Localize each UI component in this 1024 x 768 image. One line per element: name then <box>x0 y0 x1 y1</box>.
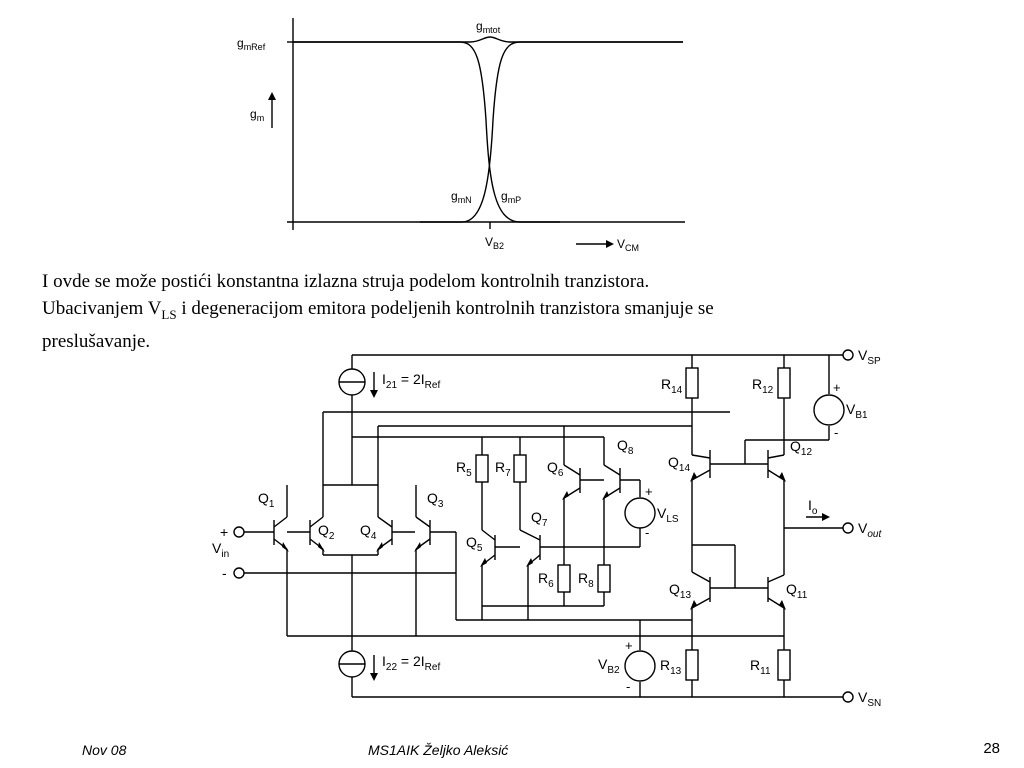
vls-label: VLS <box>657 505 679 525</box>
gmtot-label: gmtot <box>476 19 501 35</box>
footer-author: MS1AIK Željko Aleksić <box>368 742 509 758</box>
r14-resistor <box>685 367 699 399</box>
r12-resistor <box>777 367 791 399</box>
i22-label: I22 = 2IRef <box>382 653 440 673</box>
vcm-axis-label: VCM <box>617 237 639 253</box>
vls-voltage-source <box>624 497 656 529</box>
vout-label: Vout <box>858 520 882 540</box>
vb2-minus-sign: - <box>626 679 630 694</box>
r7-resistor <box>513 454 527 483</box>
q12-label: Q12 <box>790 438 812 458</box>
r7-label: R7 <box>495 459 511 479</box>
gm-axis-label: gm <box>250 107 264 123</box>
gmn-label: gmN <box>451 189 472 205</box>
vout-terminal <box>842 522 854 534</box>
vsp-terminal <box>842 349 854 361</box>
q11-label: Q11 <box>786 581 808 601</box>
vls-minus-sign: - <box>645 525 649 540</box>
gm-graph <box>271 18 685 245</box>
r13-resistor <box>685 649 699 681</box>
r12-label: R12 <box>752 376 774 396</box>
vb1-label: VB1 <box>846 401 868 421</box>
page-number: 28 <box>983 740 1000 757</box>
q5-label: Q5 <box>466 534 483 554</box>
vb1-plus-sign: + <box>833 380 841 395</box>
r13-label: R13 <box>660 657 682 677</box>
circuit-arrows <box>282 390 830 681</box>
gmn-curve <box>293 41 560 223</box>
q4-label: Q4 <box>360 522 377 542</box>
vcm-arrow-head <box>606 240 614 248</box>
r6-resistor <box>557 564 571 593</box>
q7-label: Q7 <box>531 509 548 529</box>
vb2-axis-label: VB2 <box>485 235 504 251</box>
vin-minus-sign: - <box>222 565 227 581</box>
r8-resistor <box>597 564 611 593</box>
gmtot-curve <box>293 36 683 43</box>
gmp-label: gmP <box>501 189 521 205</box>
vin-minus-terminal <box>233 567 245 579</box>
q1-label: Q1 <box>258 490 275 510</box>
footer-date: Nov 08 <box>82 742 127 758</box>
vin-label: Vin <box>212 540 229 560</box>
gmref-label: gmRef <box>237 36 266 52</box>
circuit-wires <box>244 354 845 698</box>
q8-label: Q8 <box>617 437 634 457</box>
text-line-2: Ubacivanjem VLS i degeneracijom emitora … <box>42 298 714 322</box>
vb2-label: VB2 <box>598 656 620 676</box>
circuit-terminals <box>233 349 854 703</box>
vin-plus-terminal <box>233 526 245 538</box>
text-line-3: preslušavanje. <box>42 330 151 352</box>
gm-arrow-head <box>268 92 276 100</box>
q14-label: Q14 <box>668 454 690 474</box>
q13-label: Q13 <box>669 581 691 601</box>
vls-plus-sign: + <box>645 484 653 499</box>
vsp-label: VSP <box>858 347 881 367</box>
r11-label: R11 <box>750 657 771 677</box>
io-label: Io <box>808 497 818 517</box>
q2-label: Q2 <box>318 522 335 542</box>
vin-plus-sign: + <box>220 524 228 540</box>
r6-label: R6 <box>538 570 554 590</box>
explanation-text: I ovde se može postići konstantna izlazn… <box>42 268 1002 355</box>
vb2-voltage-source <box>624 650 656 682</box>
text-line-1: I ovde se može postići konstantna izlazn… <box>42 271 650 292</box>
vb1-minus-sign: - <box>834 425 838 440</box>
vsn-label: VSN <box>858 689 881 709</box>
vb1-voltage-source <box>813 394 845 426</box>
r8-label: R8 <box>578 570 594 590</box>
i21-label: I21 = 2IRef <box>382 371 440 391</box>
r11-resistor <box>777 649 791 681</box>
r14-label: R14 <box>661 376 683 396</box>
r5-resistor <box>475 454 489 483</box>
q6-label: Q6 <box>547 459 564 479</box>
q3-label: Q3 <box>427 490 444 510</box>
vsn-terminal <box>842 691 854 703</box>
r5-label: R5 <box>456 459 472 479</box>
gmp-curve <box>420 41 683 223</box>
vb2-plus-sign: + <box>625 638 633 653</box>
